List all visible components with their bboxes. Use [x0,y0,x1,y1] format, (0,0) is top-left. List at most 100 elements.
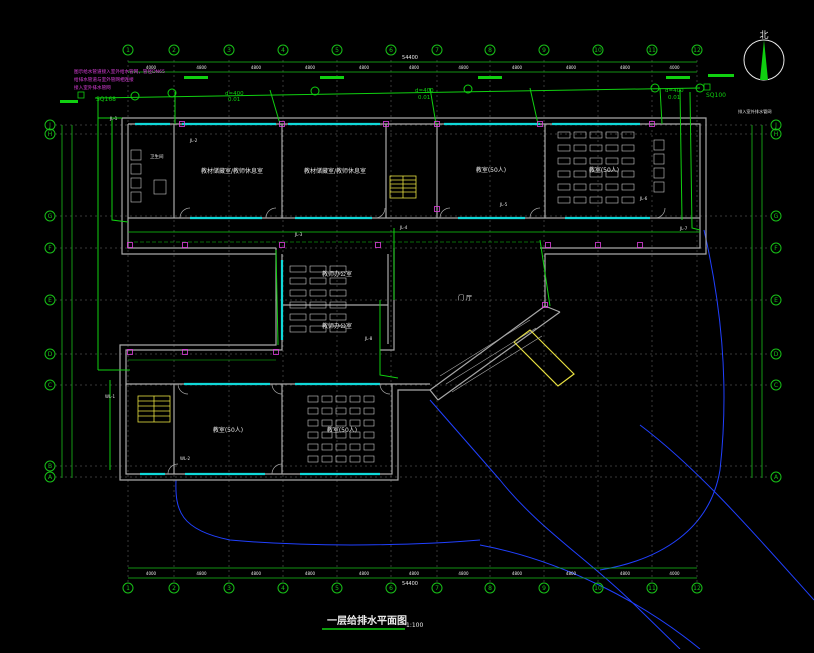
axis-label: D [774,351,779,358]
riser-marker [595,242,601,248]
axis-label: H [774,131,779,138]
axis-label: H [48,131,53,138]
segment-dimension: 4800 [458,65,469,70]
axis-bubble [646,44,658,56]
desk [307,395,319,403]
desk [289,289,307,297]
axis-label: 1 [126,47,130,54]
axis-label: 12 [693,585,701,592]
riser-label: JL-4 [399,225,408,230]
stair-north [389,175,417,199]
axis-bubble [44,471,56,483]
axis-bubble [770,471,782,483]
axis-bubble [770,119,782,131]
axis-bubble [223,582,235,594]
desk [307,407,319,415]
desk [335,431,347,439]
axis-bubble [431,44,443,56]
desk [573,157,587,165]
axis-bubble [122,582,134,594]
room-label-7: 教室(50人) [213,426,243,434]
desk [557,170,571,178]
axis-label: 5 [335,585,339,592]
axis-bubble [331,582,343,594]
desk [621,144,635,152]
top-total-dimension: 54400 [402,55,418,61]
desk [589,170,603,178]
riser-labels: JL-1JL-2JL-3JL-4JL-5JL-6JL-7JL-8WL-1WL-2 [105,116,688,461]
desk [309,313,327,321]
desk [329,265,347,273]
note-line-2: 给排水管道与室外管网相连接 [74,76,134,83]
desk [335,443,347,451]
room-label-1: 教材储藏室/教师休息室 [201,167,263,175]
axis-label: F [774,245,778,252]
axis-bubble [770,210,782,222]
axis-bubble [770,128,782,140]
axis-label: 6 [389,585,393,592]
pipe-markers [127,121,655,355]
desk [589,131,603,139]
desk [573,131,587,139]
segment-dimension: 4800 [458,571,469,576]
axis-label: 2 [172,47,176,54]
desk [309,277,327,285]
axis-bubble [646,582,658,594]
axis-bubble [538,44,550,56]
axis-bubble [277,582,289,594]
desk [621,170,635,178]
desk [307,455,319,463]
room-label-toilet: 卫生间 [150,153,164,160]
desk [557,157,571,165]
slope-label-3: 0.01 [668,95,680,101]
riser-marker [279,242,285,248]
desk [605,131,619,139]
windows [135,122,650,476]
axis-label: 4 [281,47,285,54]
desk [309,265,327,273]
segment-dimension: 4800 [359,65,370,70]
well-tag-left-text: SQ168 [96,96,116,103]
desk [363,443,375,451]
segment-dimension: 4800 [566,571,577,576]
drawing-scale: 1:100 [406,622,423,629]
north-arrow-label: 北 [759,30,768,41]
north-arrow: 北 [743,30,785,81]
note-right: 排入室外排水管网 [738,108,772,115]
well-tag-right-text: SQ100 [706,92,726,99]
desk [363,419,375,427]
riser-marker [542,302,548,308]
desk [605,144,619,152]
segment-dimension: 4800 [512,65,523,70]
axis-label: 8 [488,47,492,54]
desk [329,313,347,321]
axis-label: 8 [488,585,492,592]
axis-bubble [592,44,604,56]
desk [289,265,307,273]
desk [307,443,319,451]
axis-label: F [48,245,52,252]
riser-marker [545,242,551,248]
riser-marker [637,242,643,248]
note-line-1: 图示给水管道接入室外给水管网，管径DN65 [74,68,165,75]
axis-bubble [770,379,782,391]
axis-label: 3 [227,585,231,592]
riser-label: JL-3 [294,232,303,237]
segment-dimension: 4800 [359,571,370,576]
segment-dimension: 4000 [669,65,680,70]
desk [289,313,307,321]
slope-label-1: 0.01 [228,97,240,103]
riser-marker [649,121,655,127]
axis-bubble [331,44,343,56]
segment-dimension: 4800 [251,65,262,70]
desk [289,325,307,333]
well-tag-right: SQ100 [703,83,726,99]
axis-label: 5 [335,47,339,54]
axis-bubble [223,44,235,56]
desk [589,196,603,204]
desk [621,183,635,191]
axis-bubble [770,294,782,306]
